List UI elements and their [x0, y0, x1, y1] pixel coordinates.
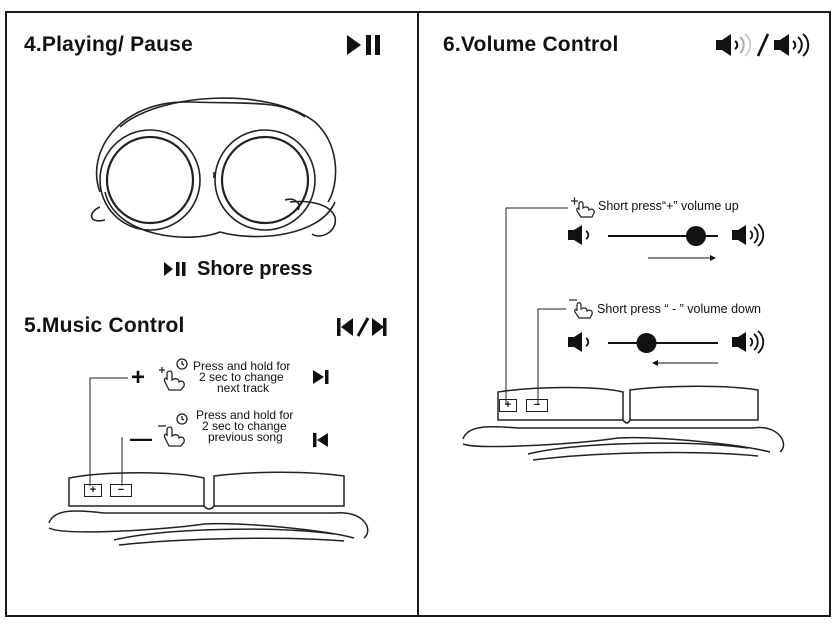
- prev-line-3: previous song: [208, 430, 283, 444]
- volume-up-caption: Short press“+” volume up: [598, 199, 739, 213]
- volume-down-slider-knob[interactable]: [636, 333, 657, 353]
- next-track-icon: [313, 370, 329, 384]
- volume-icon: [716, 33, 810, 57]
- prev-line-2: 2 sec to change: [202, 419, 287, 433]
- headphone-front-illustration: [90, 97, 337, 238]
- previous-track-icon: [313, 433, 328, 447]
- volume-down-caption: Short press “ - ” volume down: [597, 302, 761, 316]
- next-line-3: next track: [217, 381, 270, 395]
- finger-press-icon: [571, 197, 595, 218]
- volume-down-slider: [568, 330, 765, 366]
- section-4-title: 4.Playing/ Pause: [24, 33, 193, 56]
- button-leader-lines: [89, 377, 128, 486]
- finger-press-icon: [158, 413, 188, 447]
- volume-plus-button[interactable]: +: [499, 399, 517, 412]
- play-pause-icon: [347, 35, 380, 55]
- section-6-title: 6.Volume Control: [443, 33, 619, 56]
- headphone-side-illustration: [462, 385, 785, 461]
- finger-press-icon: [159, 358, 188, 391]
- panel-divider: [417, 11, 419, 617]
- volume-minus-button[interactable]: −: [526, 399, 548, 412]
- prev-line-1: Press and hold for: [196, 408, 294, 422]
- plus-symbol: +: [131, 364, 146, 391]
- section-5-title: 5.Music Control: [24, 314, 185, 337]
- volume-plus-button[interactable]: +: [84, 484, 102, 497]
- headphone-side-illustration: [48, 471, 369, 546]
- next-line-2: 2 sec to change: [199, 370, 284, 384]
- volume-up-slider: [568, 223, 765, 261]
- finger-press-icon: [569, 299, 593, 319]
- next-line-1: Press and hold for: [193, 359, 291, 373]
- play-pause-icon: [164, 262, 186, 276]
- button-leader-lines: [505, 207, 568, 405]
- prev-next-icon: [337, 317, 387, 337]
- minus-symbol: —: [130, 426, 153, 451]
- volume-minus-button[interactable]: −: [110, 484, 132, 497]
- volume-up-slider-knob[interactable]: [686, 226, 706, 246]
- shore-press-caption: Shore press: [197, 258, 313, 280]
